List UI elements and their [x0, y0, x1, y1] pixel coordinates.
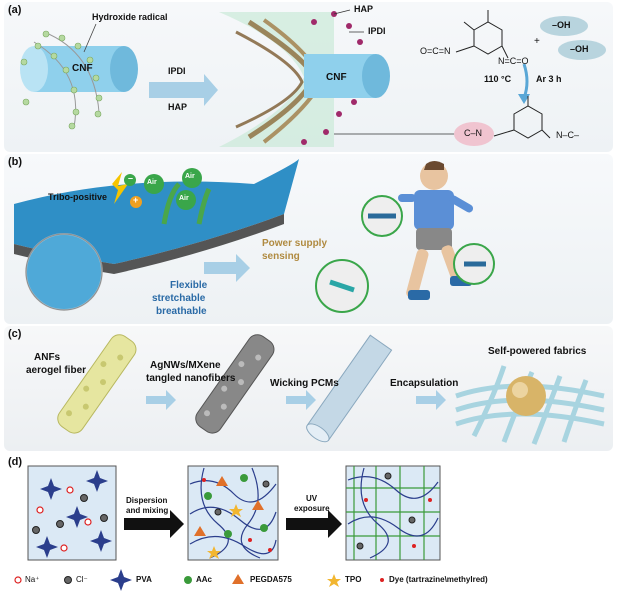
air-bubble-3 [176, 190, 196, 210]
panel-b: (b) [4, 154, 613, 324]
legend-aac: AAc [196, 575, 213, 584]
arrow-d2 [286, 510, 342, 538]
product-left-label: C–N [464, 128, 483, 138]
power-supply-label: Power supply [262, 238, 328, 249]
reaction-arrow-a [149, 74, 218, 106]
panel-a: (a) [4, 2, 613, 152]
arrow-top-label: IPDI [168, 66, 186, 76]
legend-dye: Dye (tartrazine\methylred) [389, 575, 488, 584]
hydroxide-beads [20, 30, 103, 130]
panel-d-label: (d) [8, 456, 23, 468]
hydroxide-label: Hydroxide radical [92, 12, 168, 22]
hap-beads [301, 11, 363, 145]
cnf-cylinder-right [304, 54, 390, 98]
plus-sign: + [534, 36, 540, 47]
panel-c: (c) [4, 326, 613, 451]
arrow-c3 [416, 390, 446, 410]
anfs-fiber [57, 334, 137, 434]
air-bubble-1 [144, 174, 164, 194]
pcm-sphere [506, 376, 546, 416]
cnf-left-label: CNF [72, 63, 93, 74]
minus-sign: – [128, 173, 134, 183]
ipdi-structure [455, 10, 509, 59]
air-label-1: Air [147, 179, 157, 186]
dispersion-label-2: and mixing [126, 506, 169, 515]
air-label-2: Air [185, 173, 195, 180]
condition-temp: 110 °C [484, 74, 512, 84]
wicking-label: Wicking PCMs [270, 378, 339, 389]
wicking-cylinder [306, 334, 393, 443]
panel-a-label: (a) [8, 4, 22, 16]
agnw-label-2: tangled nanofibers [146, 373, 236, 384]
panel-d-drawing [14, 465, 441, 591]
cnf-cylinder-left [20, 46, 138, 92]
anfs-label-1: ANFs [34, 352, 61, 363]
oh-label-1: –OH [552, 20, 571, 30]
arrow-c2 [286, 390, 316, 410]
negative-charge [124, 174, 136, 186]
hap-label: HAP [354, 4, 374, 14]
plus-charge-sign: + [133, 195, 139, 205]
stretchable-label: stretchable [152, 293, 206, 304]
legend-pegda: PEGDA575 [250, 575, 292, 584]
arrow-c1 [146, 390, 176, 410]
nco-left-label: O=C=N [420, 46, 451, 56]
breathable-label: breathable [156, 306, 207, 317]
legend-na: Na⁺ [25, 575, 40, 584]
arrow-bottom-label: HAP [168, 102, 188, 112]
lightning-icon [112, 172, 128, 204]
panel-b-drawing [14, 159, 495, 313]
oh-label-2: –OH [570, 44, 589, 54]
tribo-label: Tribo-positive [48, 192, 108, 202]
positive-charge [130, 196, 142, 208]
panel-c-drawing [57, 334, 605, 445]
pva-stars-1 [36, 470, 112, 558]
panel-c-label: (c) [8, 328, 22, 340]
cnf-right-label: CNF [326, 72, 347, 83]
encapsulation-label: Encapsulation [390, 378, 459, 389]
ipdi-label: IPDI [368, 26, 386, 36]
legend-cl: Cl⁻ [76, 575, 88, 584]
agnw-fiber [195, 334, 275, 434]
legend-tpo: TPO [345, 575, 362, 584]
panel-d: (d) [4, 454, 613, 591]
arrow-b [204, 254, 250, 282]
condition-atm: Ar 3 h [536, 74, 562, 84]
anfs-label-2: aerogel fiber [26, 365, 87, 376]
nco-right-label: N=C=O [498, 56, 529, 66]
uv-label-2: exposure [294, 504, 330, 513]
arrow-d1 [124, 510, 184, 538]
legend-pva: PVA [136, 575, 152, 584]
flexible-label: Flexible [170, 280, 208, 291]
agnw-label-1: AgNWs/MXene [150, 360, 221, 371]
legend-symbols [14, 569, 384, 591]
panel-a-drawing [20, 9, 606, 147]
panel-b-label: (b) [8, 156, 23, 168]
air-bubble-2 [182, 168, 202, 188]
self-powered-label: Self-powered fabrics [488, 346, 587, 357]
sensing-label: sensing [262, 251, 300, 262]
air-label-3: Air [179, 195, 189, 202]
runner-figure [398, 161, 474, 300]
fabric-sheet [14, 159, 299, 264]
uv-label-1: UV [306, 494, 318, 503]
product-structure [493, 96, 551, 139]
dispersion-label-1: Dispersion [126, 496, 168, 505]
product-right-label: N–C– [556, 130, 580, 140]
